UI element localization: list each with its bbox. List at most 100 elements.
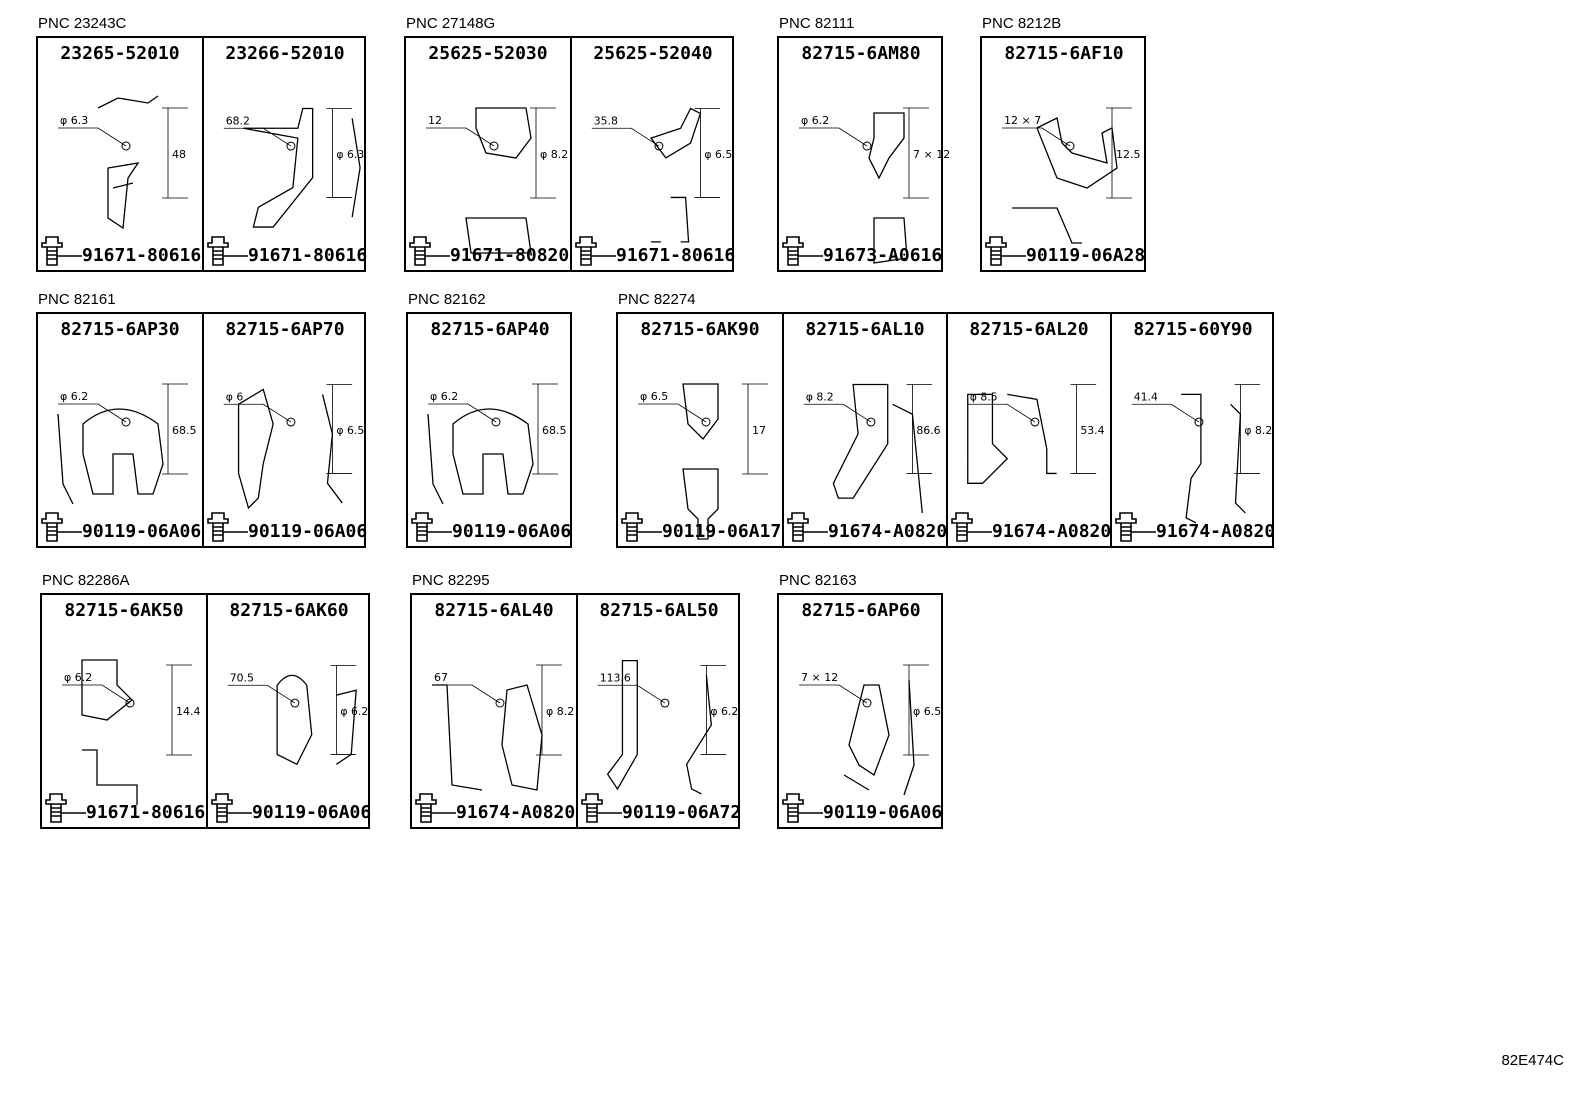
mounting-hole — [1030, 417, 1040, 427]
bracket-outline — [843, 679, 915, 796]
pnc-label: PNC 27148G — [406, 15, 496, 32]
bolt-part-number: 91674-A0820 — [456, 802, 576, 823]
bolt-part-number: 90119-06A28 — [1026, 245, 1146, 266]
mounting-hole — [866, 417, 876, 427]
bolt-icon — [782, 236, 823, 266]
mounting-hole — [495, 698, 505, 708]
dimension-label: 48 — [172, 148, 186, 161]
bracket-drawing: 12 × 712.5 — [1002, 107, 1141, 244]
dimension-line — [536, 664, 562, 756]
bracket-outline — [432, 684, 543, 791]
bracket-outline — [465, 107, 532, 254]
bolt-part-number: 91671-80616 — [616, 245, 736, 266]
dimension-label: 53.4 — [1080, 424, 1104, 437]
dimension-line — [1106, 107, 1132, 199]
dimension-label: φ 8.5 — [970, 390, 998, 403]
part-number: 82715-6AL10 — [805, 319, 925, 340]
pnc-label: PNC 82295 — [412, 572, 490, 589]
part-number: 82715-6AF10 — [1004, 43, 1124, 64]
bracket-outline — [649, 107, 702, 243]
part-number: 82715-6AL20 — [969, 319, 1089, 340]
mounting-hole — [121, 417, 131, 427]
bolt-icon — [41, 236, 82, 266]
bracket-outline — [81, 659, 138, 805]
bolt-part-number: 91671-80616 — [248, 245, 368, 266]
dimension-label: φ 6.3 — [336, 148, 364, 161]
leader-line — [799, 684, 868, 704]
bolt-part-number: 91671-80616 — [86, 802, 206, 823]
dimension-label: 7 × 12 — [801, 671, 838, 684]
dimension-label: 14.4 — [176, 705, 201, 718]
dimension-label: 12 × 7 — [1004, 114, 1041, 127]
dimension-label: φ 6.2 — [801, 114, 829, 127]
dimension-label: 86.6 — [916, 424, 940, 437]
part-number: 82715-6AK60 — [229, 600, 349, 621]
dimension-label: 113.6 — [600, 671, 631, 684]
dimension-line — [906, 384, 933, 474]
leader-line — [799, 127, 868, 147]
dimension-line — [903, 664, 929, 756]
pnc-label: PNC 82163 — [779, 572, 857, 589]
bracket-drawing: 67 φ 8.2 — [432, 664, 574, 791]
part-number: 82715-6AP70 — [225, 319, 345, 340]
leader-line — [597, 684, 666, 704]
dimension-line — [166, 664, 192, 756]
leader-line — [803, 403, 872, 423]
bolt-icon — [207, 236, 248, 266]
mounting-hole — [862, 698, 872, 708]
bolt-part-number: 90119-06A06 — [252, 802, 372, 823]
dimension-label: 12 — [428, 114, 442, 127]
mounting-hole — [491, 417, 501, 427]
leader-line — [591, 127, 660, 147]
bracket-outline — [97, 95, 159, 230]
leader-line — [227, 684, 296, 704]
dimension-label: 68.5 — [172, 424, 197, 437]
bracket-drawing: φ 8.286.6 — [803, 383, 941, 514]
dimension-label: 68.2 — [226, 114, 250, 127]
mounting-hole — [862, 141, 872, 151]
leader-line — [58, 127, 127, 147]
dimension-line — [1234, 384, 1261, 474]
bolt-part-number: 90119-06A06 — [823, 802, 943, 823]
bolt-icon — [621, 512, 662, 542]
mounting-hole — [286, 417, 296, 427]
dimension-label: φ 8.2 — [546, 705, 574, 718]
bolt-part-number: 91673-A0616 — [823, 245, 943, 266]
bracket-drawing: 41.4φ 8.2 — [1131, 384, 1272, 524]
leader-line — [426, 127, 495, 147]
mounting-hole — [286, 141, 296, 151]
bolt-icon — [207, 512, 248, 542]
dimension-label: φ 6 — [226, 390, 244, 403]
bracket-outline — [276, 674, 357, 766]
mounting-hole — [1065, 141, 1075, 151]
dimension-line — [162, 383, 188, 475]
part-number: 82715-6AK90 — [640, 319, 760, 340]
leader-line — [1131, 403, 1200, 423]
bolt-part-number: 91671-80820 — [450, 245, 570, 266]
dimension-label: 67 — [434, 671, 448, 684]
leader-line — [223, 403, 292, 423]
bracket-drawing: 70.5φ 6.2 — [227, 665, 368, 766]
bolt-icon — [782, 793, 823, 823]
dimension-label: φ 6.2 — [340, 705, 368, 718]
illustration-code: 82E474C — [1501, 1052, 1564, 1069]
pnc-label: PNC 82286A — [42, 572, 130, 589]
bolt-icon — [415, 793, 456, 823]
mounting-hole — [660, 698, 670, 708]
mounting-hole — [701, 417, 711, 427]
part-number: 82715-6AP60 — [801, 600, 921, 621]
bracket-outline — [967, 393, 1057, 484]
bracket-drawing: 12φ 8.2 — [426, 107, 568, 254]
dimension-label: φ 6.5 — [336, 424, 364, 437]
